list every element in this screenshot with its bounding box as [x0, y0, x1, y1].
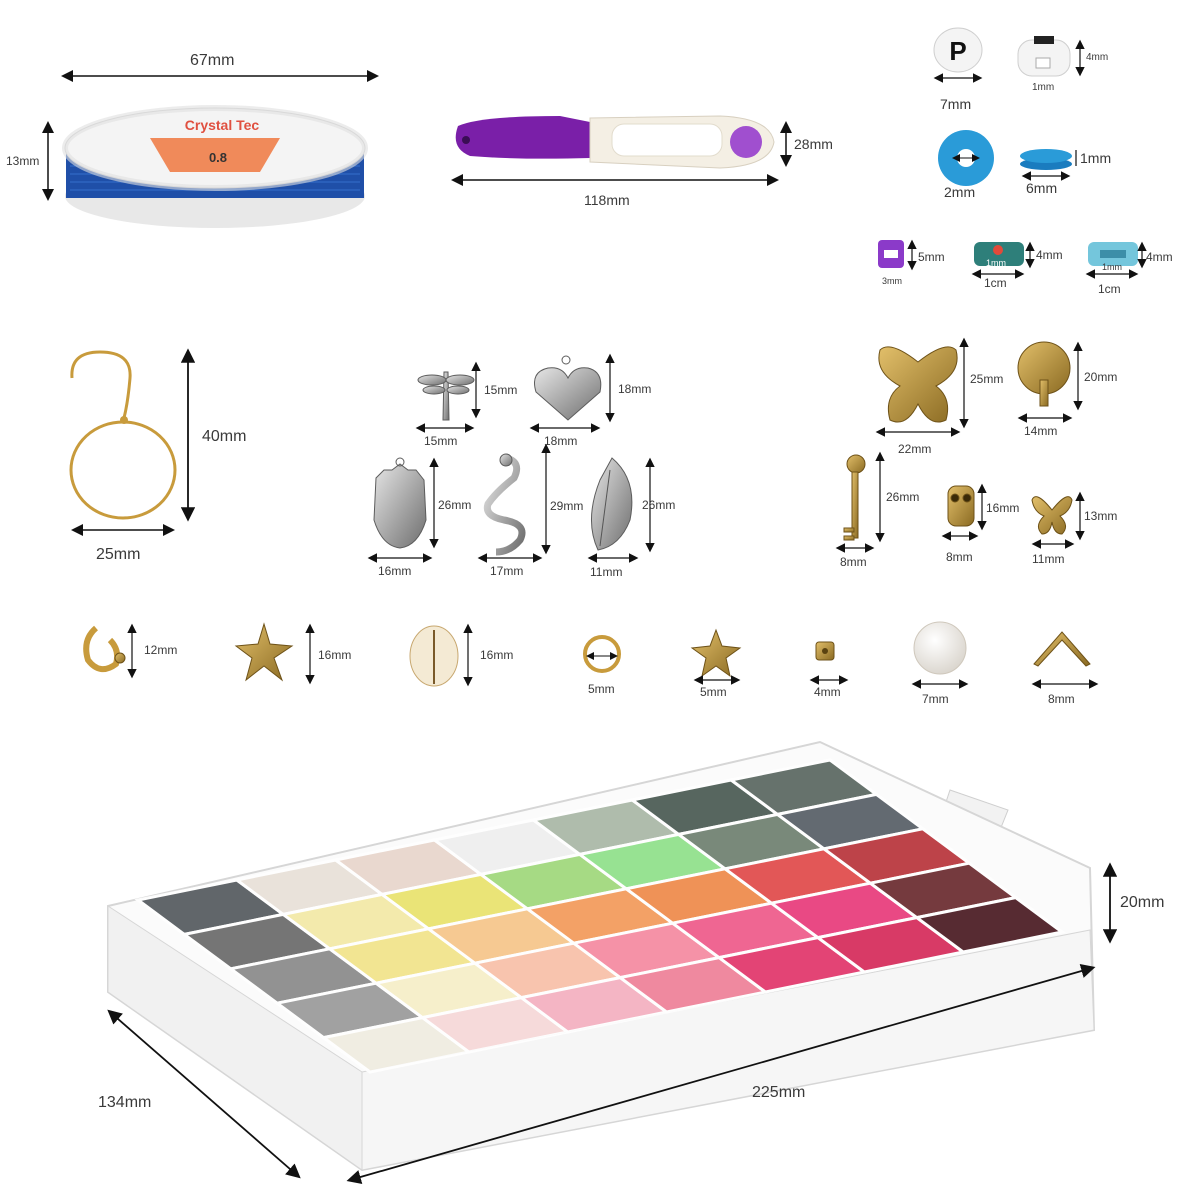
- letter-bead-diameter-label: 7mm: [940, 96, 972, 112]
- dragonfly-width-label: 15mm: [424, 434, 458, 448]
- snake-width-label: 17mm: [490, 564, 524, 578]
- small-butterfly-width-label: 11mm: [1032, 552, 1065, 566]
- scissors-width-label: 118mm: [584, 192, 630, 208]
- spool-height-label: 13mm: [6, 154, 40, 168]
- thread-spool: Crystal Tec 0.8: [42, 70, 379, 228]
- thread-scissors: [451, 115, 792, 186]
- findings-row: [83, 621, 1099, 689]
- box-length-label: 225mm: [752, 1084, 806, 1101]
- pearl-size-label: 7mm: [922, 692, 949, 706]
- letter-bead: P: [933, 27, 1085, 83]
- owl-width-label: 8mm: [946, 550, 973, 564]
- letter-bead-thickness-label: 4mm: [1086, 52, 1109, 63]
- clasp-size-label: 12mm: [144, 643, 178, 657]
- owl-height-label: 16mm: [986, 501, 1020, 515]
- snake-height-label: 29mm: [550, 499, 584, 513]
- heishi-thickness-label: 1mm: [1080, 150, 1112, 166]
- butterfly-width-label: 22mm: [898, 442, 932, 456]
- tree-height-label: 20mm: [1084, 370, 1118, 384]
- letter-bead-letter: P: [949, 36, 966, 66]
- earring-height-label: 40mm: [202, 428, 247, 445]
- scissors-height-label: 28mm: [794, 136, 833, 152]
- heart-width-label: 18mm: [544, 434, 578, 448]
- slice2-height-label: 4mm: [1146, 250, 1173, 264]
- key-height-label: 26mm: [886, 490, 920, 504]
- spool-size: 0.8: [209, 150, 227, 165]
- silver-charms: [367, 353, 655, 563]
- box-cells: [134, 758, 1066, 1074]
- leaf-width-label: 11mm: [590, 565, 623, 579]
- gold-charms: [835, 337, 1085, 553]
- heart-height-label: 18mm: [618, 382, 652, 396]
- spool-brand: Crystal Tec: [185, 117, 260, 133]
- earring-hoop: [69, 348, 196, 536]
- jump-ring-size-label: 5mm: [588, 682, 615, 696]
- hamsa-height-label: 26mm: [438, 498, 472, 512]
- cube-size-label: 4mm: [814, 685, 841, 699]
- tree-width-label: 14mm: [1024, 424, 1058, 438]
- star-size-label: 5mm: [700, 685, 727, 699]
- cube-bead-width-label: 3mm: [882, 276, 902, 286]
- box-height-label: 20mm: [1120, 894, 1165, 911]
- small-beads: [878, 239, 1147, 279]
- starfish-size-label: 16mm: [318, 648, 352, 662]
- small-butterfly-height-label: 13mm: [1084, 509, 1118, 523]
- bead-tip-size-label: 8mm: [1048, 692, 1075, 706]
- earring-width-label: 25mm: [96, 546, 141, 563]
- slice1-height-label: 4mm: [1036, 248, 1063, 262]
- hamsa-width-label: 16mm: [378, 564, 412, 578]
- box-depth-label: 134mm: [98, 1094, 152, 1111]
- spool-width-label: 67mm: [190, 52, 235, 69]
- butterfly-height-label: 25mm: [970, 372, 1004, 386]
- slice1-width-label: 1cm: [984, 276, 1007, 290]
- heishi-hole-label: 2mm: [944, 184, 976, 200]
- bead-box: [107, 740, 1118, 1184]
- shell-size-label: 16mm: [480, 648, 514, 662]
- slice2-mark-label: 1mm: [1102, 262, 1122, 272]
- cube-bead-height-label: 5mm: [918, 250, 945, 264]
- letter-bead-hole-label: 1mm: [1032, 82, 1055, 93]
- dragonfly-height-label: 15mm: [484, 383, 518, 397]
- slice1-mark-label: 1mm: [986, 258, 1006, 268]
- heishi-bead: [938, 130, 1077, 186]
- box-compartment: [913, 895, 1066, 954]
- slice2-width-label: 1cm: [1098, 282, 1121, 296]
- heishi-diameter-label: 6mm: [1026, 180, 1058, 196]
- key-width-label: 8mm: [840, 555, 867, 569]
- leaf-height-label: 26mm: [642, 498, 676, 512]
